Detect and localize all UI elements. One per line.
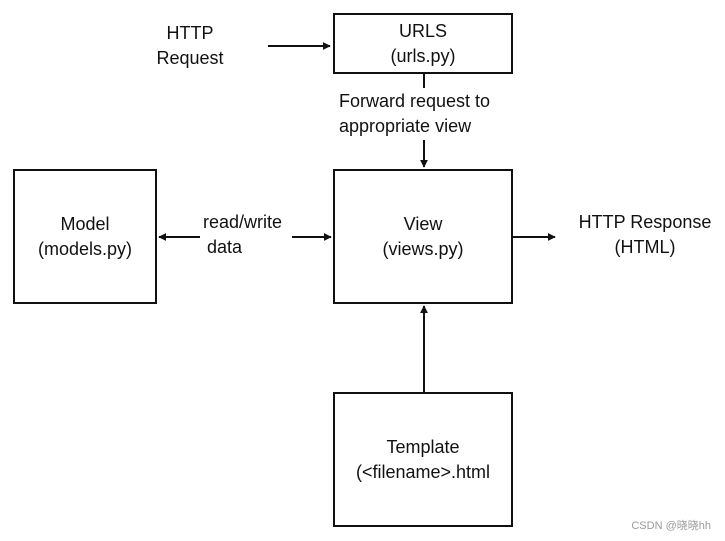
- http-response-label: HTTP Response (HTML): [568, 210, 722, 260]
- template-title: Template: [386, 436, 460, 457]
- csdn-watermark: CSDN @晓晓hh: [631, 520, 711, 532]
- read-write-line1: read/write: [203, 212, 283, 232]
- model-box: Model (models.py): [13, 169, 157, 304]
- urls-title: URLS: [398, 20, 447, 41]
- urls-file: (urls.py): [390, 45, 456, 66]
- urls-box: URLS (urls.py): [333, 13, 513, 74]
- template-file: (<filename>.html: [355, 461, 491, 482]
- http-request-label: HTTP Request: [146, 21, 234, 71]
- read-write-label: read/write data: [203, 210, 282, 260]
- template-box: Template (<filename>.html: [333, 392, 513, 527]
- http-response-line2: (HTML): [614, 237, 676, 257]
- model-title: Model: [60, 213, 110, 234]
- http-request-line2: Request: [156, 48, 224, 68]
- read-write-line2: data: [207, 237, 243, 257]
- http-request-line1: HTTP: [166, 23, 214, 43]
- forward-note-line2: appropriate view: [339, 116, 472, 136]
- view-file: (views.py): [382, 238, 464, 259]
- view-box: View (views.py): [333, 169, 513, 304]
- model-file: (models.py): [37, 238, 133, 259]
- view-title: View: [403, 213, 443, 234]
- http-response-line1: HTTP Response: [578, 212, 712, 232]
- forward-request-note: Forward request to appropriate view: [339, 89, 490, 139]
- forward-note-line1: Forward request to: [339, 91, 491, 111]
